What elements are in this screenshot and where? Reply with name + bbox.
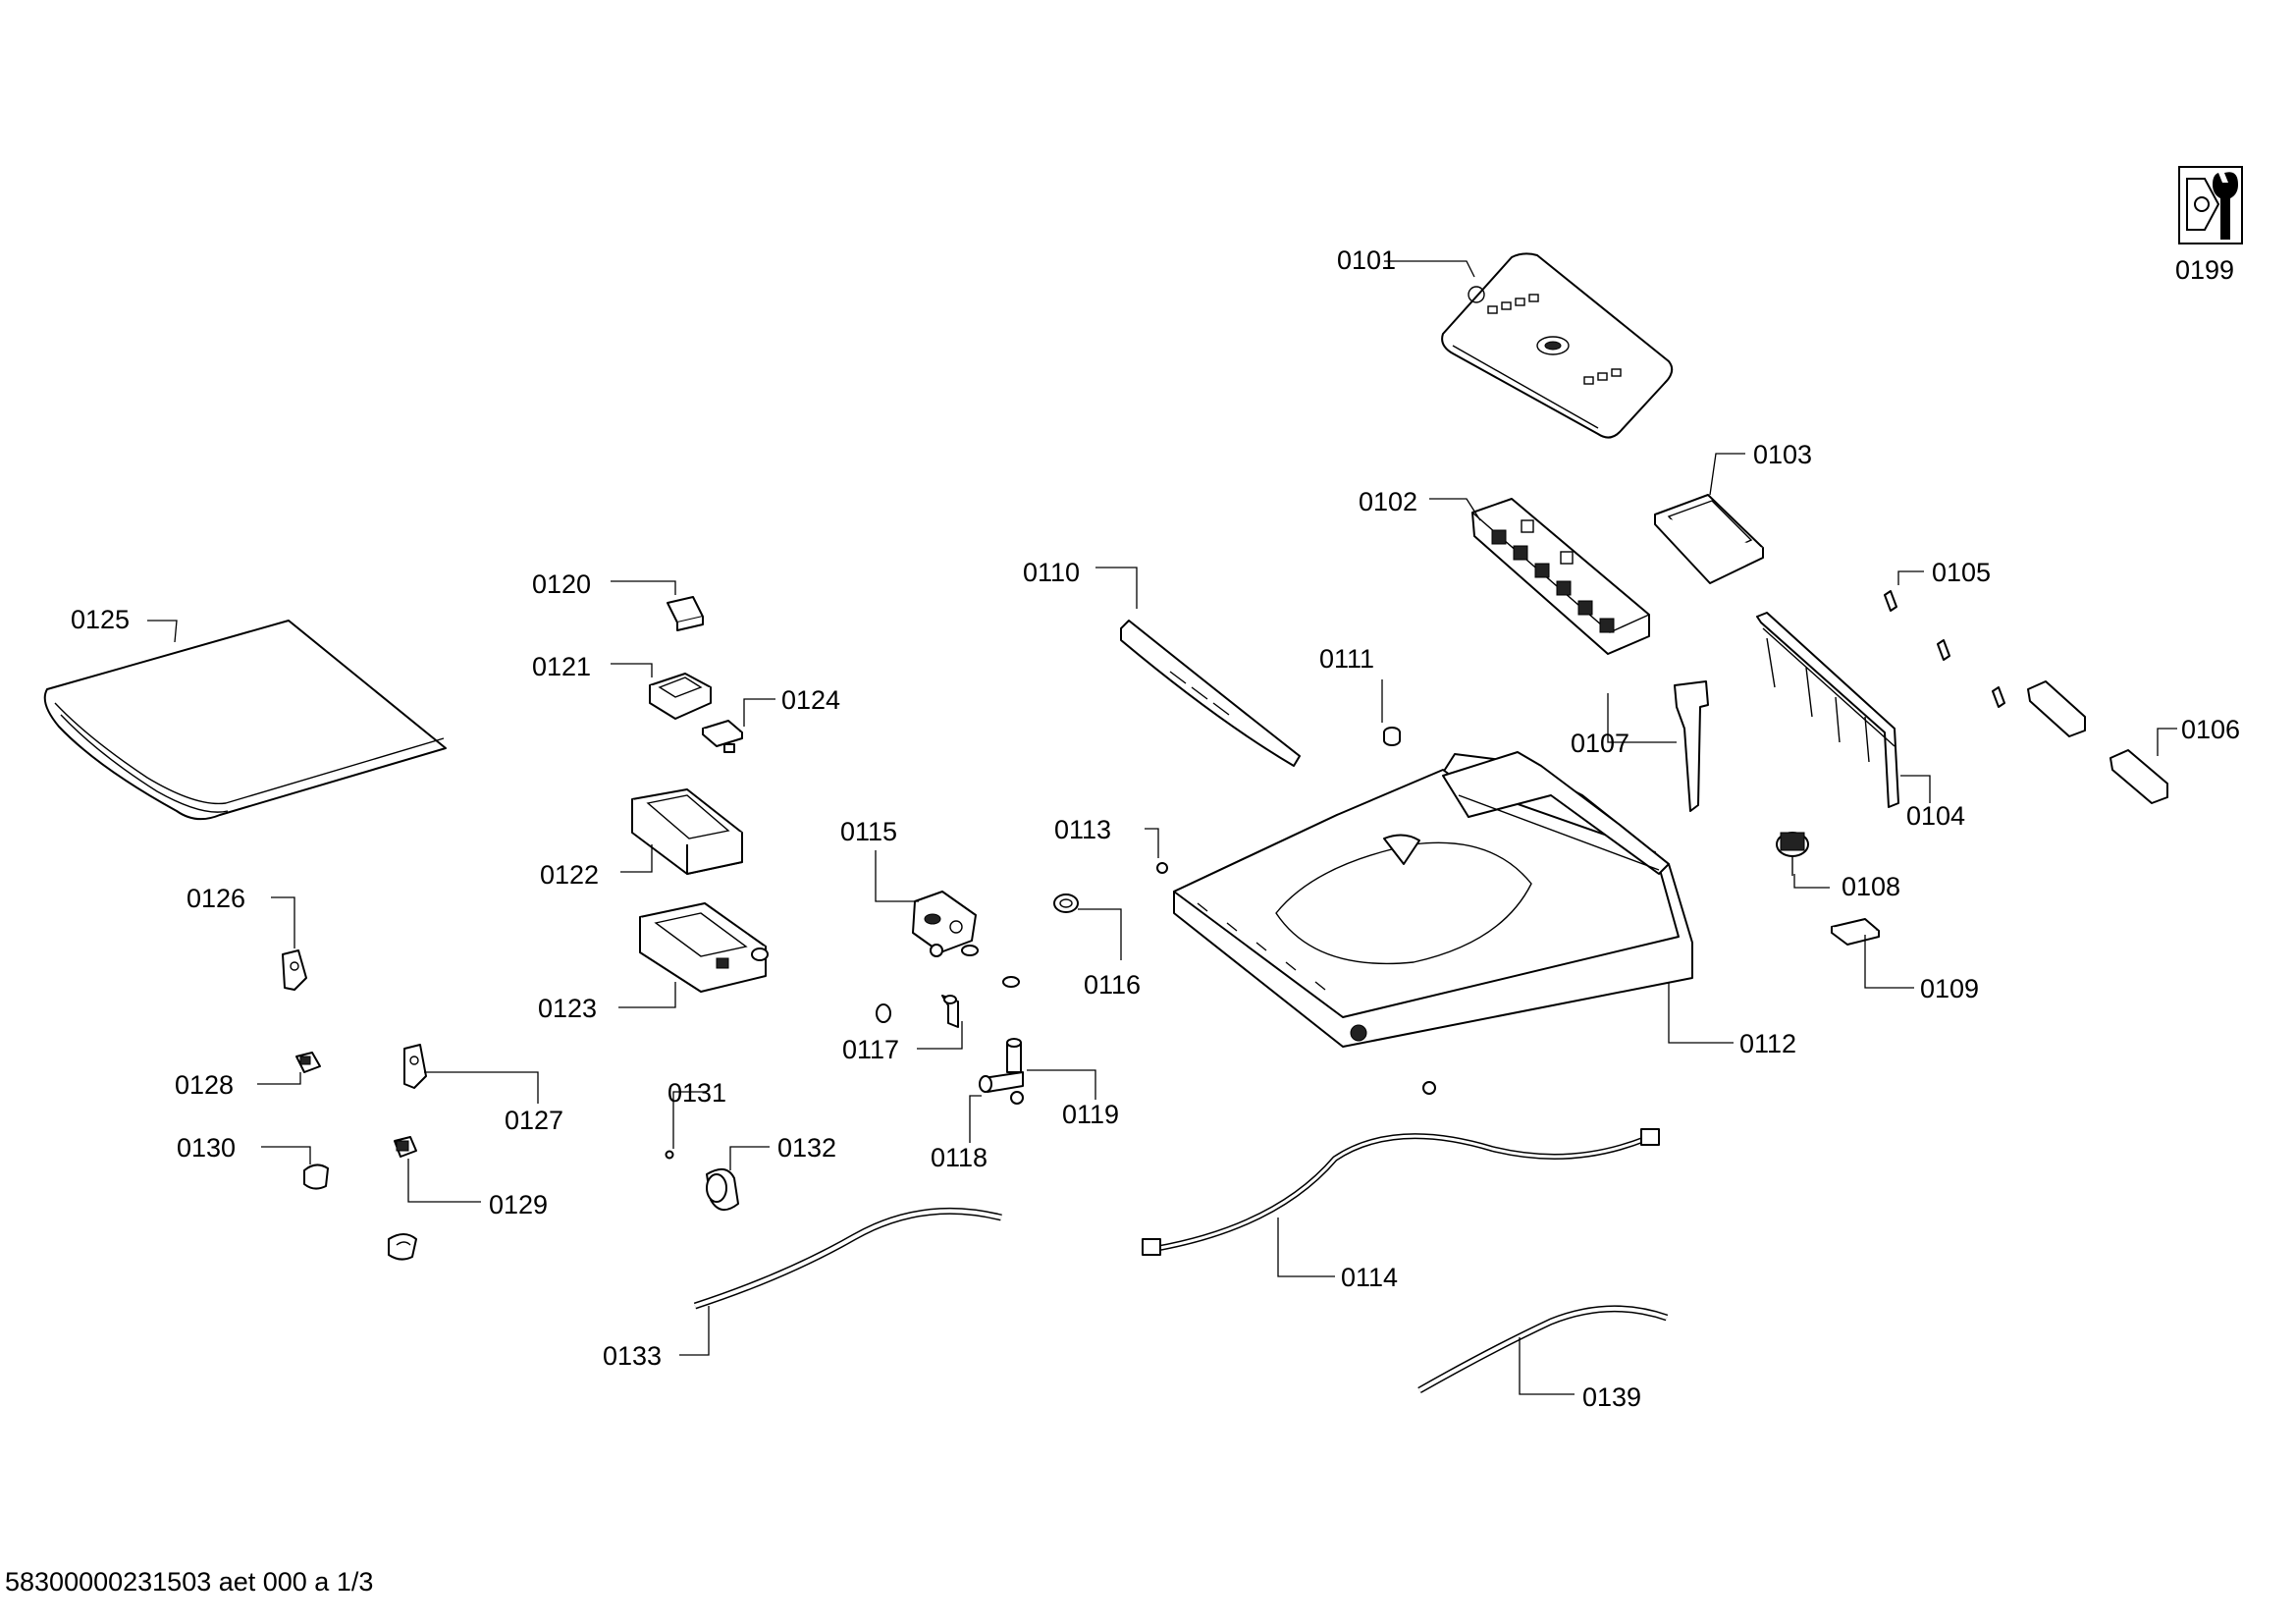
label-0124: 0124 (781, 685, 840, 715)
document-footer: 58300000231503 aet 000 a 1/3 (5, 1567, 374, 1597)
label-0115: 0115 (840, 817, 897, 846)
part-0129-latch (394, 1136, 417, 1158)
part-0125-lid (43, 620, 447, 821)
label-0109: 0109 (1920, 974, 1979, 1003)
part-0119-fitting (1006, 1038, 1022, 1073)
part-0128-latch (295, 1052, 321, 1073)
part-0104-rear-frame (1756, 612, 1899, 808)
part-0107-lever (1674, 680, 1709, 812)
part-0105-clips (1884, 590, 2005, 708)
part-cap-loose (388, 1233, 417, 1261)
label-0114: 0114 (1341, 1263, 1398, 1292)
label-0125: 0125 (71, 605, 130, 634)
part-0101-control-panel (1441, 252, 1674, 439)
label-0133: 0133 (603, 1341, 662, 1371)
label-0108: 0108 (1842, 872, 1900, 901)
part-0109-cover (1831, 918, 1880, 946)
label-0107: 0107 (1571, 729, 1629, 758)
label-0199: 0199 (2175, 255, 2234, 285)
part-0131-screw (665, 1150, 674, 1160)
part-0120-clip (667, 596, 704, 631)
label-0101: 0101 (1337, 245, 1396, 275)
label-0112: 0112 (1739, 1029, 1796, 1058)
part-0106-brackets (2027, 680, 2168, 804)
part-0112-top-frame (1173, 751, 1693, 1048)
part-0126-hinge (282, 949, 307, 991)
label-0120: 0120 (532, 569, 591, 599)
part-0110-handle-bar (1120, 620, 1301, 767)
part-0115-valve (912, 891, 977, 957)
label-0127: 0127 (505, 1106, 563, 1135)
label-0105: 0105 (1932, 558, 1991, 587)
label-0119: 0119 (1062, 1100, 1119, 1129)
part-0132-weight (706, 1167, 739, 1211)
part-0133-hose (693, 1207, 1002, 1310)
label-0121: 0121 (532, 652, 591, 681)
part-0103-tray (1654, 494, 1764, 584)
label-0106: 0106 (2181, 715, 2240, 744)
part-0123-dispenser-housing (639, 902, 769, 993)
label-0132: 0132 (777, 1133, 836, 1163)
label-0103: 0103 (1753, 440, 1812, 469)
label-0104: 0104 (1906, 801, 1965, 831)
part-0130-cap (303, 1164, 329, 1190)
label-0123: 0123 (538, 994, 597, 1023)
label-0117: 0117 (842, 1035, 899, 1064)
part-0139-hose (1417, 1305, 1669, 1394)
label-0122: 0122 (540, 860, 599, 890)
label-0111: 0111 (1319, 644, 1374, 674)
part-seal-ring (1002, 976, 1020, 988)
part-0121-box (649, 673, 712, 720)
part-0118-fitting (979, 1071, 1024, 1105)
part-0122-drawer (631, 788, 743, 875)
part-0111-bushing (1383, 727, 1401, 746)
label-0116: 0116 (1084, 970, 1141, 1000)
label-0131: 0131 (667, 1078, 726, 1108)
label-0118: 0118 (931, 1143, 988, 1172)
part-seal-ring-2 (961, 945, 979, 956)
part-0113-grommet (1156, 862, 1168, 874)
part-grommet-loose (1422, 1081, 1436, 1095)
label-0110: 0110 (1023, 558, 1080, 587)
service-wrench-icon (2178, 166, 2243, 244)
label-0126: 0126 (187, 884, 245, 913)
label-0130: 0130 (177, 1133, 236, 1163)
part-0124-holder (702, 720, 743, 753)
part-0114-cable (1142, 1128, 1660, 1256)
part-0108-pressure-switch (1776, 832, 1809, 876)
part-0102-electronics-module (1471, 498, 1650, 655)
part-0127-hinge (403, 1044, 427, 1089)
label-0113: 0113 (1054, 815, 1111, 844)
part-0117-elbow (876, 995, 959, 1028)
label-0129: 0129 (489, 1190, 548, 1219)
part-0116-seal (1053, 893, 1079, 913)
label-0139: 0139 (1582, 1382, 1641, 1412)
label-0128: 0128 (175, 1070, 234, 1100)
label-0102: 0102 (1359, 487, 1417, 516)
